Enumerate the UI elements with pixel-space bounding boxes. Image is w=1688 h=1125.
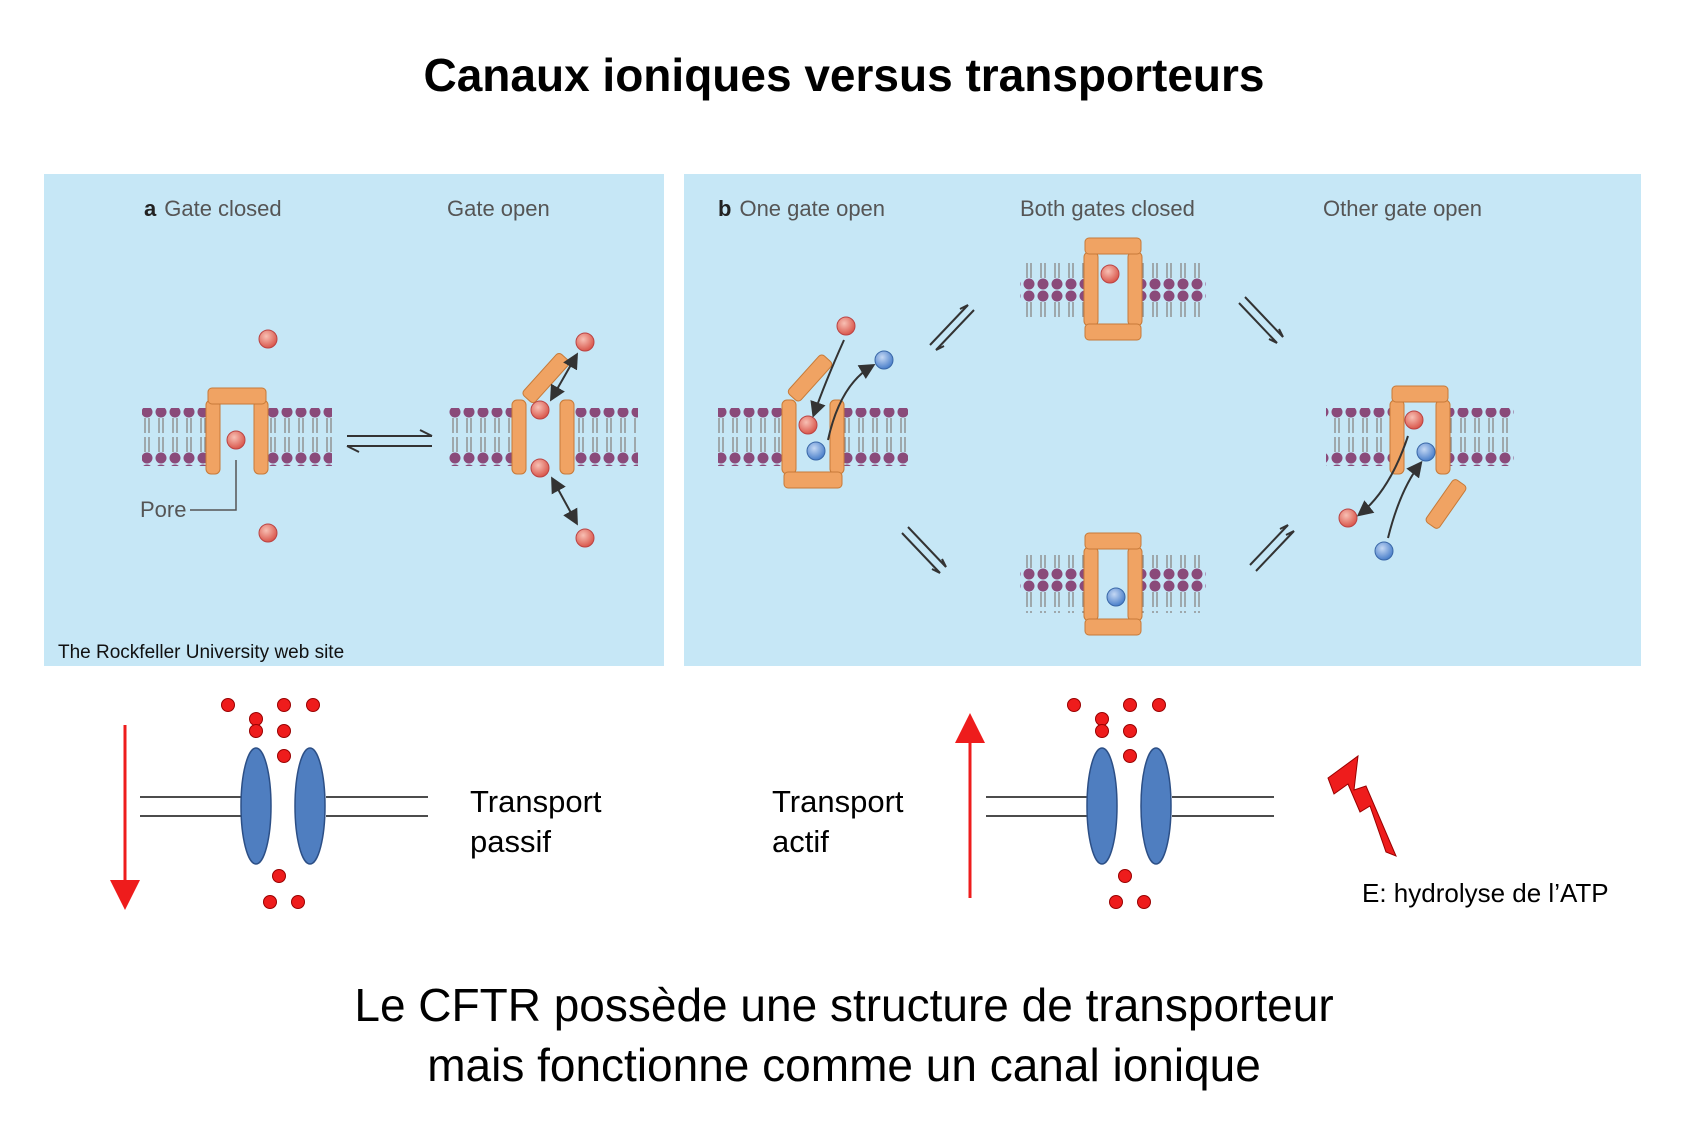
ion — [258, 329, 278, 349]
ion — [836, 316, 856, 336]
transport-actif-line1: Transport — [772, 784, 904, 819]
transporter-one-gate-open — [718, 316, 908, 489]
transport-actif-line2: actif — [772, 824, 829, 859]
bilayer-right — [1142, 555, 1206, 613]
gate-right — [1127, 251, 1143, 327]
gate-top — [1391, 385, 1449, 403]
channel-closed — [142, 329, 332, 543]
ion — [1404, 410, 1424, 430]
bilayer-left — [718, 408, 782, 466]
substrate — [1416, 442, 1436, 462]
bilayer-right — [844, 408, 908, 466]
transporter-both-closed-top — [1020, 237, 1206, 341]
gate-left — [1083, 251, 1099, 327]
active-ions — [1067, 698, 1166, 909]
gate-top — [1084, 237, 1142, 255]
gate-lid — [207, 387, 267, 405]
equilibrium-arrow — [346, 429, 433, 453]
channel-protein-left — [240, 747, 272, 865]
bilayer-left — [142, 408, 206, 466]
substrate — [806, 441, 826, 461]
gate-bottom — [1084, 618, 1142, 636]
gate-right — [559, 399, 575, 475]
gate-top — [1084, 532, 1142, 550]
pore-label: Pore — [140, 497, 187, 522]
passive-ions — [221, 698, 320, 909]
active-transport-schematic — [955, 698, 1397, 909]
gate-left — [1083, 546, 1099, 622]
ion — [575, 528, 595, 548]
gate-bottom — [783, 471, 843, 489]
bilayer-left — [448, 408, 512, 466]
transporter-protein-right — [1140, 747, 1172, 865]
gate-right — [1435, 399, 1451, 475]
conclusion: Le CFTR possède une structure de transpo… — [0, 975, 1688, 1095]
ion — [258, 523, 278, 543]
gate-bottom — [1084, 323, 1142, 341]
panel-a-gate-closed-label: a Gate closed — [144, 196, 282, 222]
ion — [575, 332, 595, 352]
equilibrium-arrows-b — [901, 296, 1295, 574]
conclusion-line2: mais fonctionne comme un canal ionique — [427, 1039, 1261, 1091]
gate-top-open — [787, 354, 833, 402]
gate-left — [205, 399, 221, 475]
bilayer-left — [1020, 260, 1084, 318]
bilayer-right — [574, 408, 638, 466]
ion — [226, 430, 246, 450]
gate-right — [253, 399, 269, 475]
substrate — [1106, 587, 1126, 607]
ion — [530, 458, 550, 478]
bilayer-right — [1142, 260, 1206, 318]
gate-left — [511, 399, 527, 475]
ion — [530, 400, 550, 420]
bilayer-left — [1326, 408, 1390, 466]
transport-passif-line1: Transport — [470, 784, 602, 819]
conclusion-line1: Le CFTR possède une structure de transpo… — [354, 979, 1334, 1031]
panel-b-letter: b — [718, 196, 732, 221]
bilayer-right — [268, 408, 332, 466]
channel-protein-right — [294, 747, 326, 865]
channel-open — [448, 332, 638, 548]
gate-right — [1127, 546, 1143, 622]
image-credit: The Rockfeller University web site — [58, 642, 345, 663]
transporter-protein-left — [1086, 747, 1118, 865]
pore-pointer — [190, 460, 237, 511]
substrate — [1374, 541, 1394, 561]
transport-passif-line2: passif — [470, 824, 551, 859]
ion — [1338, 508, 1358, 528]
passive-transport-schematic — [110, 698, 428, 910]
slide-title: Canaux ioniques versus transporteurs — [423, 49, 1265, 101]
ion — [1100, 264, 1120, 284]
gate-left — [781, 399, 797, 475]
transport-actif-label: Transport actif — [772, 782, 904, 862]
lightning-bolt-icon — [1327, 754, 1397, 857]
one-gate-open-text: One gate open — [739, 196, 886, 221]
ion — [798, 415, 818, 435]
panel-a-letter: a — [144, 196, 157, 221]
gate-bottom-open — [1425, 479, 1467, 529]
transport-passif-label: Transport passif — [470, 782, 602, 862]
bilayer-right — [1450, 408, 1514, 466]
gate-closed-text: Gate closed — [164, 196, 282, 221]
transporter-other-gate-open — [1326, 385, 1514, 561]
atp-hydrolysis-label: E: hydrolyse de l’ATP — [1362, 878, 1609, 908]
panel-b-both-gates-closed-label: Both gates closed — [1020, 196, 1195, 221]
bilayer-left — [1020, 555, 1084, 613]
panel-b-one-gate-open-label: b One gate open — [718, 196, 885, 222]
substrate — [874, 350, 894, 370]
panel-b-other-gate-open-label: Other gate open — [1323, 196, 1483, 221]
panel-a-gate-open-label: Gate open — [447, 196, 550, 221]
transporter-both-closed-bottom — [1020, 532, 1206, 636]
